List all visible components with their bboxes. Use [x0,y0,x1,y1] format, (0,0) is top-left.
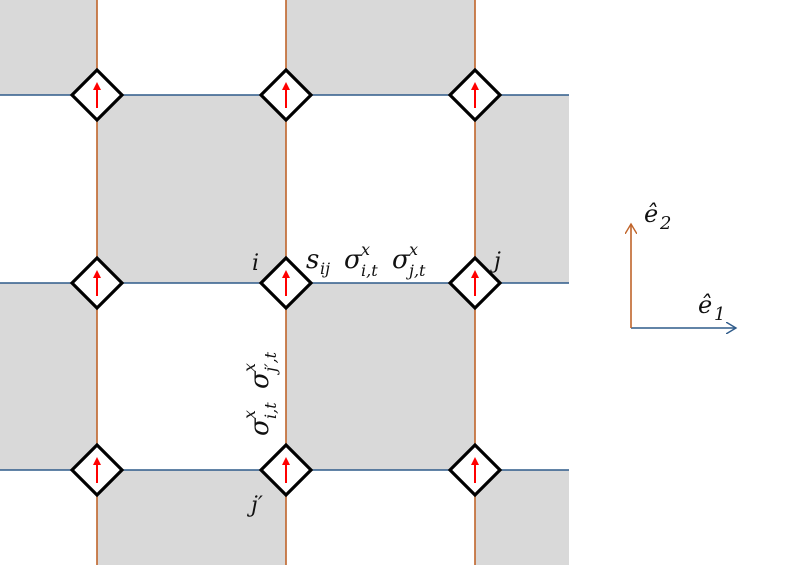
lattice-site [258,67,314,123]
vterm-sigma-i: σ [245,417,275,436]
vterm-sigma-j: σ [245,370,275,389]
term-sigma-j: σ [392,245,411,275]
horizontal-bond-term: s ij σ x i,t σ x j,t [306,240,426,280]
e1-label-sub: 1 [714,304,725,325]
plaquette [97,470,286,565]
plaquette [97,95,286,283]
term-sigma-j-sup: x [409,240,418,259]
lattice-site [447,67,503,123]
axis-legend: ê 1 ê 2 [631,200,736,328]
term-s: s [306,245,319,275]
plaquette [286,283,475,470]
site-label-i: i [252,251,259,276]
term-sigma-i: σ [344,245,363,275]
term-sigma-i-sub: i,t [361,261,378,280]
plaquette [0,283,97,470]
e2-label: ê [644,200,658,228]
vterm-sigma-i-sub: i,t [261,402,280,419]
e2-label-sub: 2 [659,213,671,234]
vertical-bond-term: σ x i,t σ x j′,t [240,351,280,436]
vterm-sigma-i-sup: x [240,410,259,419]
term-s-sub: ij [320,259,330,278]
vterm-sigma-j-sup: x [240,363,259,372]
plaquette [0,0,97,95]
plaquette [475,95,569,283]
lattice-site [447,442,503,498]
lattice-site [69,255,125,311]
lattice-site [447,255,503,311]
term-sigma-j-sub: j,t [406,261,426,280]
lattice-site [69,442,125,498]
e1-label: ê [698,291,712,319]
term-sigma-i-sup: x [361,240,370,259]
lattice-site [258,442,314,498]
site-label-j-prime: j′ [246,493,263,518]
lattice-site [69,67,125,123]
lattice-sites [69,67,503,498]
vterm-sigma-j-sub: j′,t [261,351,280,375]
lattice-site [258,255,314,311]
plaquettes [0,0,569,565]
plaquette [286,0,475,95]
plaquette [475,470,569,565]
